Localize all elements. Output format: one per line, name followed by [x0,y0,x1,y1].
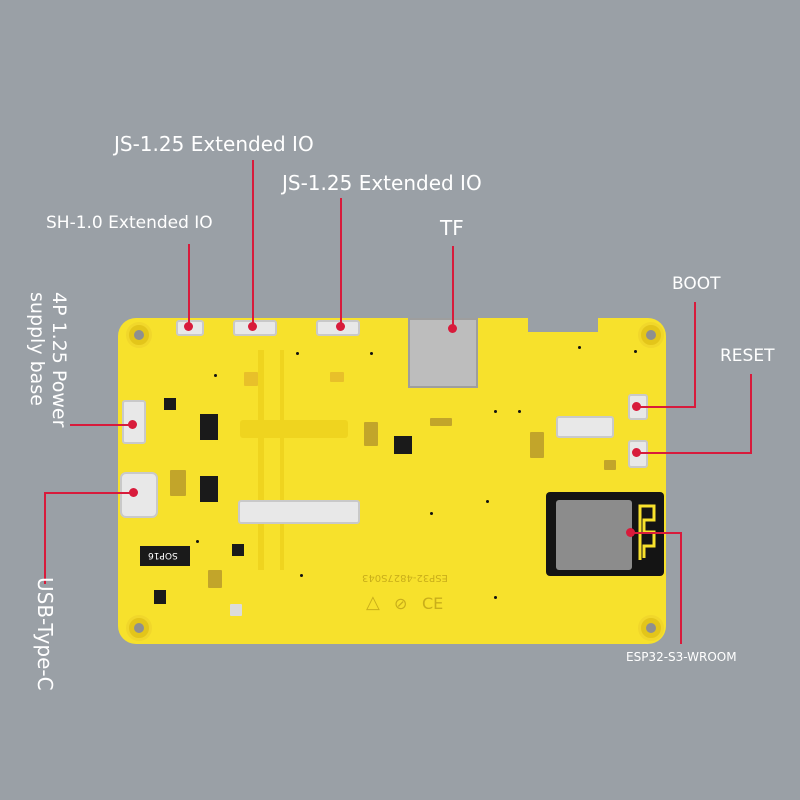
small-fpc-connector [556,416,614,438]
via [518,410,521,413]
leader-dot [448,324,457,333]
usb-label: USB-Type-C [33,577,57,691]
leader-line [694,302,696,408]
via [300,574,303,577]
transistor-chip [200,414,218,440]
leader-dot [129,488,138,497]
mounting-hole [638,615,664,641]
small-chip [154,590,166,604]
certification-mark: ⊘ [394,594,408,613]
js125-label-b: JS-1.25 Extended IO [282,171,482,195]
antenna-trace [638,504,656,560]
leader-line [70,424,134,426]
passive-component [244,372,258,386]
leader-line [630,532,682,534]
passive-component [170,470,186,496]
leader-line [188,244,190,326]
fpc-connector [238,500,360,524]
leader-line [44,492,46,584]
small-chip [232,544,244,556]
via [296,352,299,355]
qfn-chip [394,436,412,454]
mounting-hole [126,615,152,641]
leader-line [452,246,454,328]
via [370,352,373,355]
board-trace [240,420,348,438]
leader-dot [336,322,345,331]
certification-mark: △ [366,592,380,613]
via [196,540,199,543]
board-model-silk: ESP32-4827S043 [362,572,448,583]
passive-component [330,372,344,382]
js125-label-a: JS-1.25 Extended IO [114,132,314,156]
passive-component [604,460,616,470]
esp32-shield [556,500,632,570]
sop16-chip [140,546,190,566]
leader-line [680,532,682,644]
leader-line [340,198,342,326]
leader-dot [248,322,257,331]
leader-line [252,160,254,326]
passive-component [208,570,222,588]
usb-c-connector [120,472,158,518]
via [634,350,637,353]
leader-line [44,492,134,494]
sh10-label: SH-1.0 Extended IO [46,213,213,233]
passive-component [230,604,242,616]
leader-line [636,406,696,408]
via [214,374,217,377]
via [494,410,497,413]
mounting-hole [126,322,152,348]
leader-dot [632,402,641,411]
mounting-hole [638,322,664,348]
passive-component [430,418,452,426]
tf-card-slot [408,318,478,388]
leader-line [636,452,752,454]
leader-dot [184,322,193,331]
tf-label: TF [440,216,464,240]
via [486,500,489,503]
via [494,596,497,599]
esp32-label: ESP32-S3-WROOM [626,650,737,664]
leader-line [750,374,752,454]
via [578,346,581,349]
boot-label: BOOT [672,274,721,294]
leader-dot [632,448,641,457]
power-label-text: 4P 1.25 Power supply base [26,292,70,428]
board-notch [528,318,598,332]
ce-mark: CE [422,594,444,613]
leader-dot [128,420,137,429]
board-trace [258,350,264,570]
small-chip [164,398,176,410]
leader-dot [626,528,635,537]
sop16-silk: SOP16 [148,550,178,560]
passive-component [530,432,544,458]
board-trace [280,350,284,570]
transistor-chip [200,476,218,502]
power-label: 4P 1.25 Power supply base [26,292,70,432]
reset-label: RESET [720,346,775,366]
via [430,512,433,515]
passive-component [364,422,378,446]
